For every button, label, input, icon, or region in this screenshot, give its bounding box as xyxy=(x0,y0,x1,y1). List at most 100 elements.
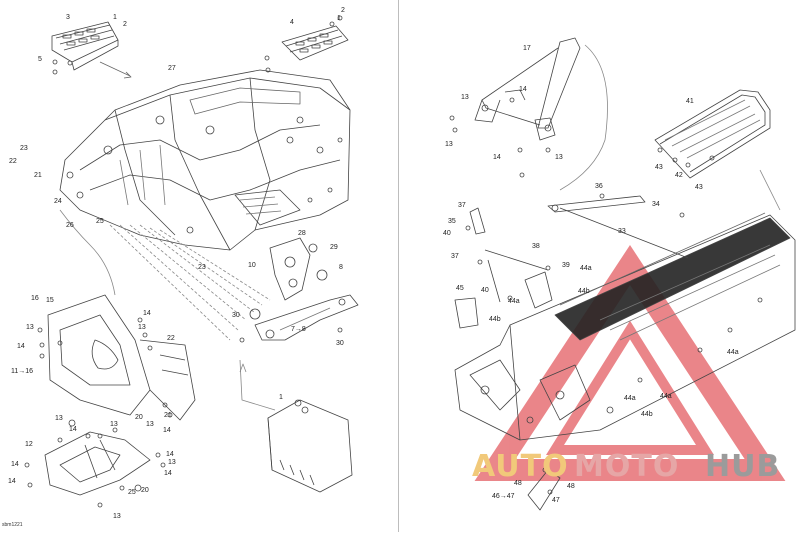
callout-left-40: 13 xyxy=(113,513,121,520)
bracket-39 xyxy=(524,271,553,309)
callout-left-43: 14 xyxy=(166,451,174,458)
callout-left-38: 25 xyxy=(128,489,136,496)
callout-right-3: 13 xyxy=(445,141,453,148)
callout-left-18: 8 xyxy=(339,264,343,271)
callout-left-6: 5 xyxy=(38,56,42,63)
callout-left-34: 14 xyxy=(69,426,77,433)
callout-left-46: 13 xyxy=(146,421,154,428)
callout-right-4: 14 xyxy=(493,154,501,161)
callout-left-44: 13 xyxy=(168,459,176,466)
callout-left-36: 14 xyxy=(11,461,19,468)
callout-left-19: 30 xyxy=(232,312,240,319)
callout-right-19: 40 xyxy=(481,287,489,294)
callout-right-9: 43 xyxy=(695,184,703,191)
rods xyxy=(465,193,689,303)
callout-left-15: 28 xyxy=(298,230,306,237)
callout-right-12: 35 xyxy=(448,218,456,225)
footrest-right xyxy=(264,15,349,73)
footrest-left xyxy=(51,21,119,75)
callout-left-13: 25 xyxy=(96,218,104,225)
callout-right-5: 13 xyxy=(555,154,563,161)
bracket-47 xyxy=(527,469,561,511)
callout-left-1: 1 xyxy=(113,14,117,21)
callout-right-32: 47 xyxy=(552,497,560,504)
callout-right-26: 44a xyxy=(624,395,636,402)
callout-right-23: 44a xyxy=(508,298,520,305)
main-frame xyxy=(59,69,351,251)
callout-left-2: 2 xyxy=(123,21,127,28)
callout-left-23: 15 xyxy=(46,297,54,304)
callout-right-27: 44a xyxy=(660,393,672,400)
tunnel xyxy=(454,212,796,441)
callout-right-16: 38 xyxy=(532,243,540,250)
callout-right-0: 17 xyxy=(523,45,531,52)
watermark-text-auto: AUTO xyxy=(472,449,569,484)
callout-right-2: 14 xyxy=(519,86,527,93)
lower-bracket xyxy=(24,419,166,508)
callout-left-39: 20 xyxy=(141,487,149,494)
callout-left-9: 22 xyxy=(9,158,17,165)
callout-left-20: 7→8 xyxy=(291,326,306,333)
callout-left-3: 4 xyxy=(290,19,294,26)
figure-id: sbm1221 xyxy=(2,522,23,528)
watermark-triangle xyxy=(474,244,786,481)
callout-left-28: 14 xyxy=(143,310,151,317)
callout-left-35: 12 xyxy=(25,441,33,448)
callout-left-22: 16 xyxy=(31,295,39,302)
callout-right-31: 48 xyxy=(567,483,575,490)
callout-right-21: 44a xyxy=(580,265,592,272)
center-bracket xyxy=(239,237,359,343)
plate-45 xyxy=(454,297,479,329)
callout-left-37: 14 xyxy=(8,478,16,485)
callout-left-32: 20 xyxy=(135,414,143,421)
callout-left-21: 30 xyxy=(336,340,344,347)
a-arm xyxy=(449,37,581,178)
callout-right-28: 44b xyxy=(641,411,653,418)
callout-left-8: 23 xyxy=(20,145,28,152)
callout-right-24: 44b xyxy=(489,316,501,323)
callout-left-12: 26 xyxy=(66,222,74,229)
watermark-text-hub: HUB xyxy=(705,449,781,484)
callout-left-17: 10 xyxy=(248,262,256,269)
callout-left-26: 11→16 xyxy=(11,368,34,375)
callout-left-27: 13 xyxy=(138,324,146,331)
callout-left-41: 1 xyxy=(279,394,283,401)
callout-right-8: 42 xyxy=(675,172,683,179)
rail-handle xyxy=(654,89,771,179)
radiator xyxy=(267,399,353,493)
callout-left-42: 14 xyxy=(163,427,171,434)
callout-right-17: 37 xyxy=(451,253,459,260)
callout-right-18: 39 xyxy=(562,262,570,269)
watermark-text-moto: MOTO xyxy=(574,449,680,484)
callout-right-14: 34 xyxy=(652,201,660,208)
front-bracket xyxy=(37,294,196,421)
callout-left-16: 29 xyxy=(330,244,338,251)
callout-right-11: 36 xyxy=(595,183,603,190)
callout-right-30: 46→47 xyxy=(492,493,515,500)
callout-left-25: 14 xyxy=(17,343,25,350)
callout-left-31: 13 xyxy=(55,415,63,422)
callout-left-45: 14 xyxy=(164,470,172,477)
callout-left-29: 22 xyxy=(167,335,175,342)
callout-right-13: 40 xyxy=(443,230,451,237)
callout-right-1: 13 xyxy=(461,94,469,101)
callout-left-30: 21 xyxy=(164,412,172,419)
callout-right-29: 48 xyxy=(514,480,522,487)
callout-right-22: 44b xyxy=(578,288,590,295)
callout-left-0: 3 xyxy=(66,14,70,21)
callout-left-7: 27 xyxy=(168,65,176,72)
callout-left-11: 24 xyxy=(54,198,62,205)
callout-right-6: 41 xyxy=(686,98,694,105)
callout-left-33: 13 xyxy=(110,421,118,428)
leader-lines xyxy=(109,224,271,341)
callout-right-20: 45 xyxy=(456,285,464,292)
callout-right-7: 43 xyxy=(655,164,663,171)
panel-divider xyxy=(398,0,399,532)
callout-right-10: 37 xyxy=(458,202,466,209)
callout-left-24: 13 xyxy=(26,324,34,331)
callout-right-25: 44a xyxy=(727,349,739,356)
callout-right-15: 33 xyxy=(618,228,626,235)
callout-left-5: 1 xyxy=(337,15,341,22)
